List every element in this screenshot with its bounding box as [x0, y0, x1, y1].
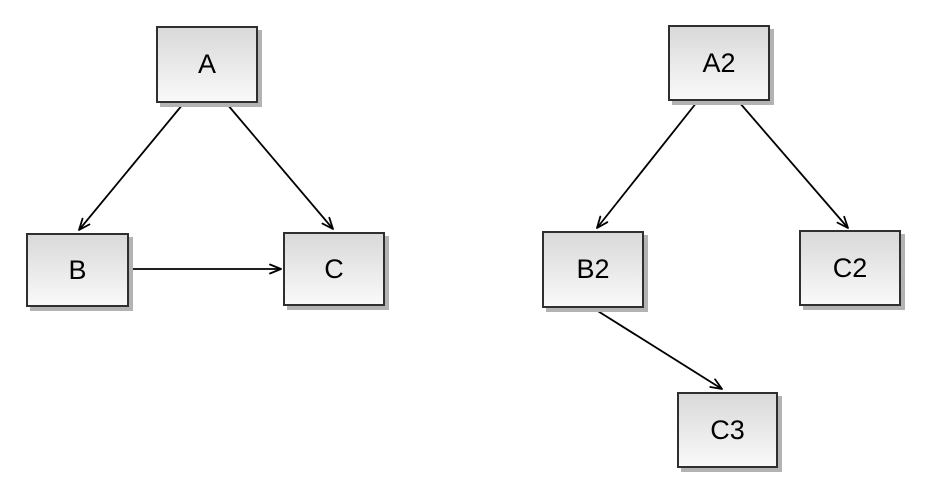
edge-A2-to-C2	[738, 101, 849, 229]
node-C[interactable]: C	[283, 232, 385, 306]
edge-A-to-B	[78, 103, 184, 231]
edge-B2-to-C3	[592, 307, 723, 390]
node-B2[interactable]: B2	[542, 231, 644, 308]
node-A[interactable]: A	[156, 26, 258, 103]
node-label-C2: C2	[832, 252, 868, 283]
node-C2[interactable]: C2	[799, 230, 901, 306]
edge-A-to-C	[226, 103, 334, 230]
edge-A2-to-B2	[596, 101, 698, 229]
node-label-B2: B2	[576, 254, 610, 284]
node-label-C3: C3	[710, 414, 745, 445]
node-label-C: C	[324, 253, 344, 284]
node-label-A: A	[197, 49, 216, 79]
node-A2[interactable]: A2	[668, 25, 770, 101]
node-B[interactable]: B	[26, 233, 129, 307]
node-label-B: B	[68, 254, 87, 285]
node-label-A2: A2	[702, 47, 736, 78]
node-C3[interactable]: C3	[677, 392, 778, 468]
